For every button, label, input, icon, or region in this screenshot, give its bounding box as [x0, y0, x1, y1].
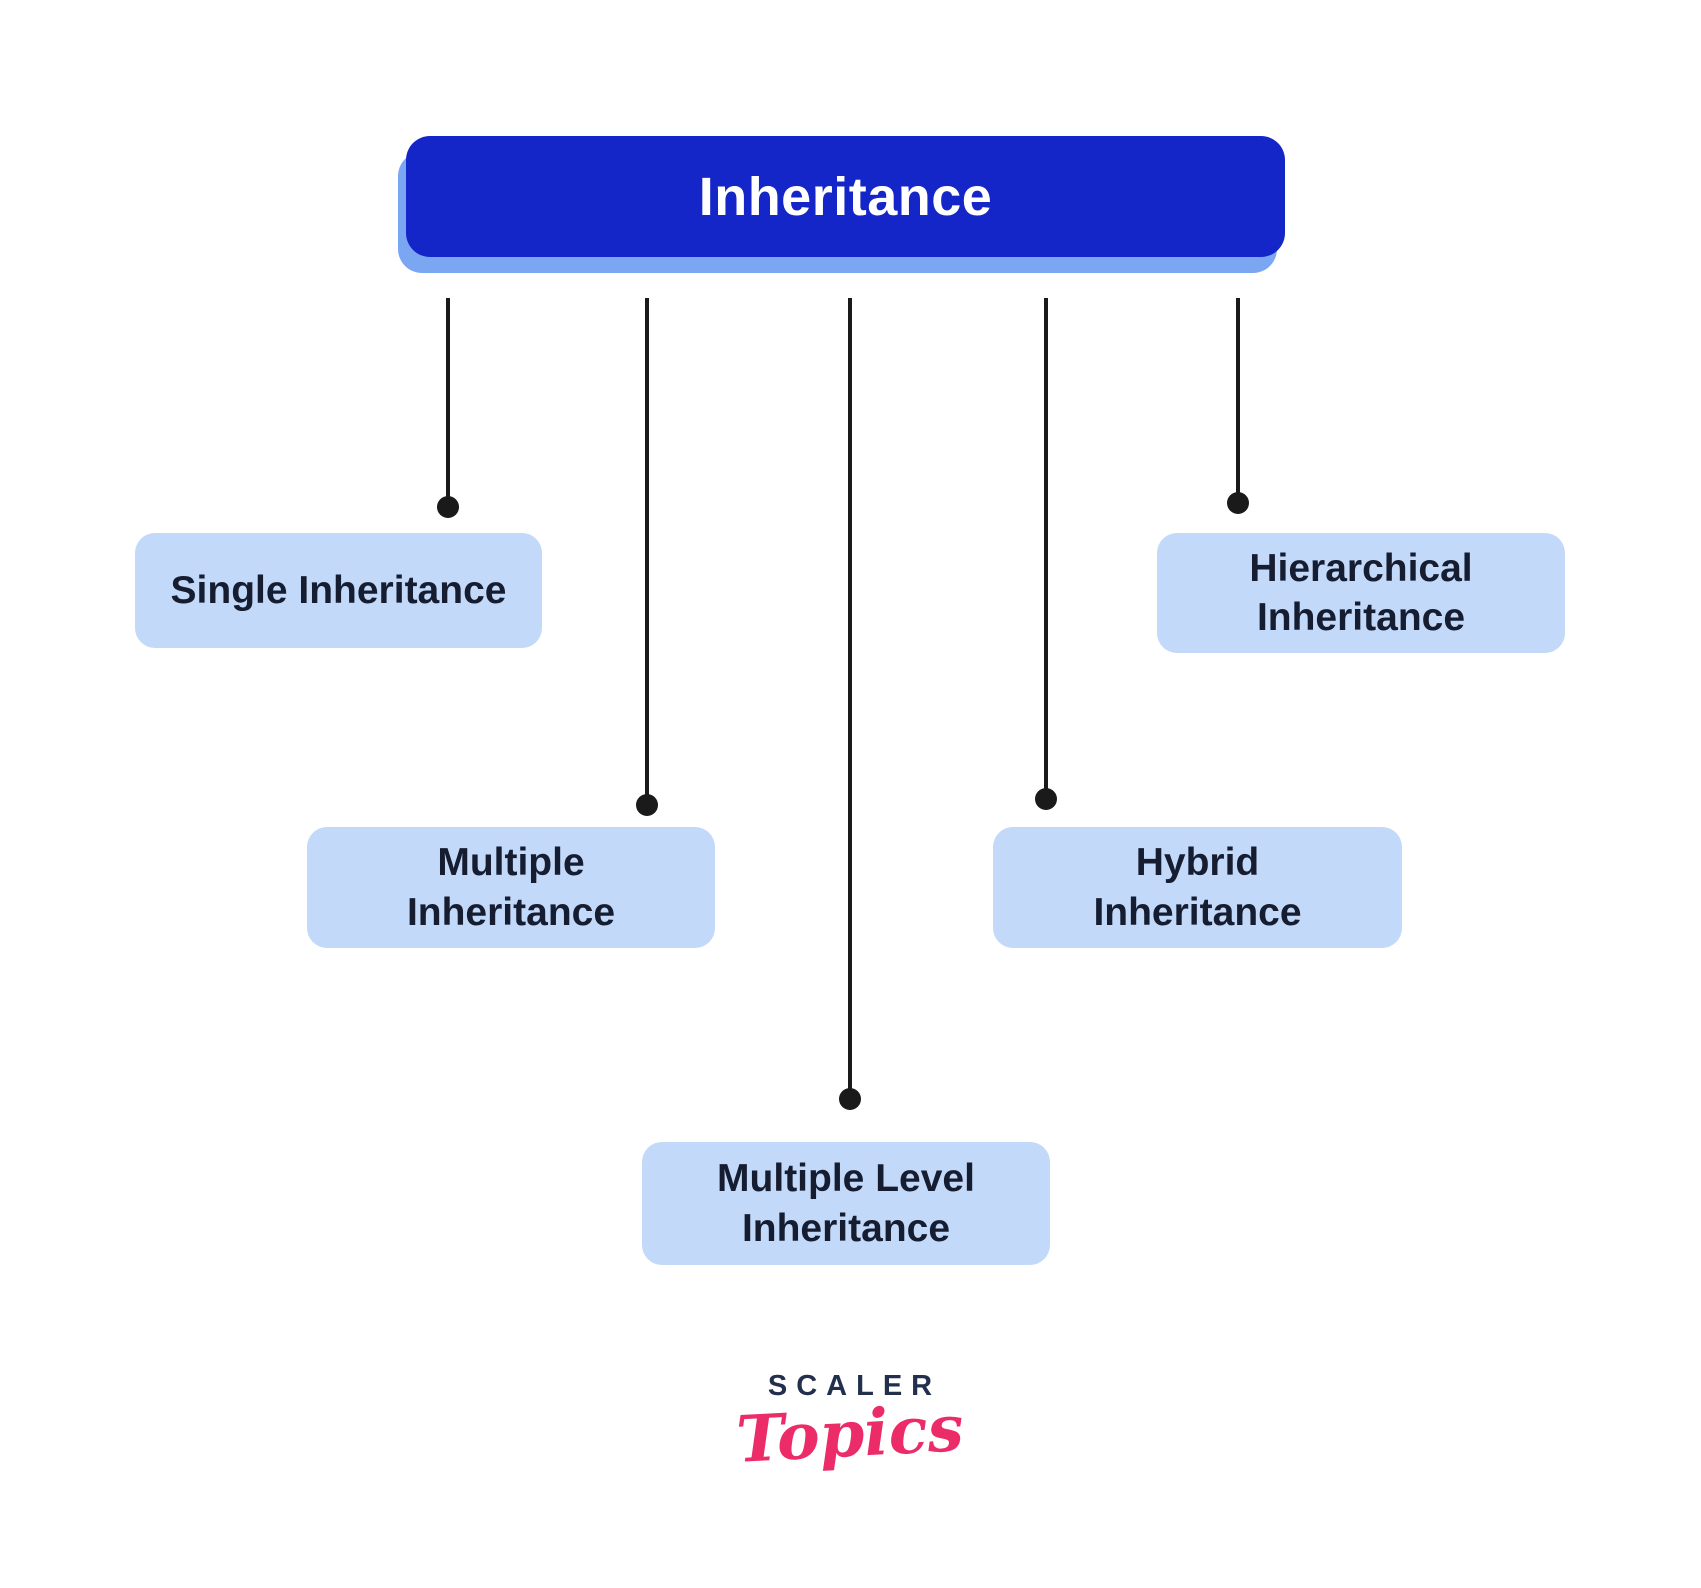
connector-endpoint-dot — [839, 1088, 861, 1110]
node-label: Multiple Level Inheritance — [717, 1157, 975, 1250]
root-node-inheritance: Inheritance — [406, 136, 1285, 257]
connector-line-single — [446, 298, 450, 507]
logo-brand-text: SCALER — [767, 1370, 942, 1402]
connector-endpoint-dot — [1227, 492, 1249, 514]
node-label: Hierarchical Inheritance — [1249, 546, 1473, 639]
connector-endpoint-dot — [1035, 788, 1057, 810]
node-label: Multiple Inheritance — [406, 841, 616, 934]
node-multiple-inheritance: Multiple Inheritance — [307, 827, 715, 948]
connector-endpoint-dot — [437, 496, 459, 518]
connector-line-hybrid — [1044, 298, 1048, 799]
node-hierarchical-inheritance: Hierarchical Inheritance — [1157, 533, 1565, 653]
node-label: Hybrid Inheritance — [1093, 841, 1302, 934]
connector-line-multiple — [645, 298, 649, 805]
node-multiple-level-inheritance: Multiple Level Inheritance — [642, 1142, 1050, 1265]
connector-line-hierarchical — [1236, 298, 1240, 503]
root-node-label: Inheritance — [698, 166, 993, 227]
connector-line-multiple-level — [848, 298, 852, 1099]
node-single-inheritance: Single Inheritance — [135, 533, 542, 648]
connector-endpoint-dot — [636, 794, 658, 816]
node-label: Single Inheritance — [170, 568, 507, 612]
scaler-topics-logo: SCALER Topics — [650, 1370, 1050, 1478]
node-hybrid-inheritance: Hybrid Inheritance — [993, 827, 1402, 948]
